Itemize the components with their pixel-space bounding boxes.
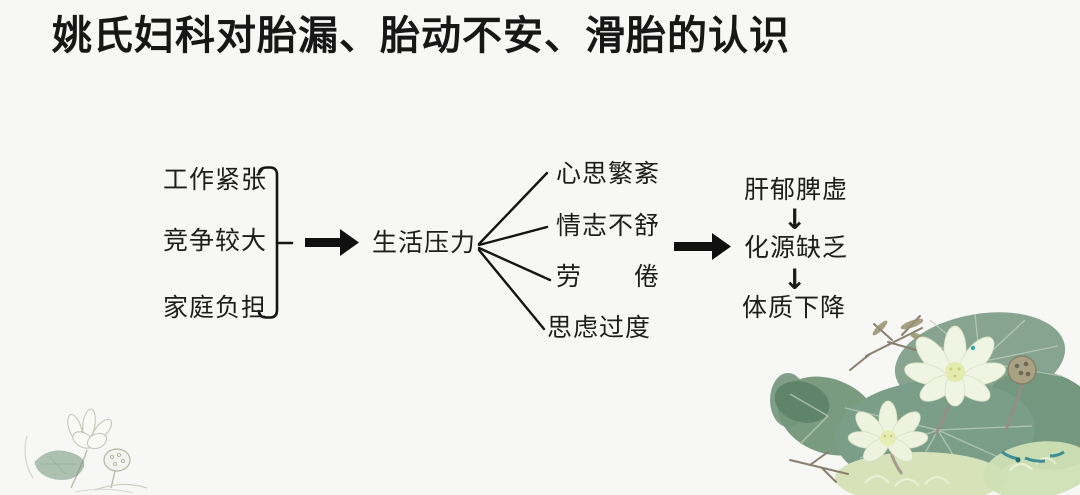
down-arrow-icon: ↓ — [783, 203, 807, 236]
cause-item: 工作紧张 — [163, 167, 268, 194]
branch-item: 心思繁紊 — [556, 161, 661, 188]
center-node: 生活压力 — [372, 230, 477, 257]
branch-item: 劳 倦 — [556, 264, 661, 291]
flow-arrow-icon — [674, 233, 731, 260]
branch-item: 思虑过度 — [547, 315, 652, 342]
cause-item: 家庭负担 — [163, 295, 268, 322]
cause-item: 竞争较大 — [163, 228, 268, 255]
brace — [257, 166, 294, 319]
branch-item: 情志不舒 — [556, 213, 661, 240]
outcome-item: 化源缺乏 — [744, 235, 849, 262]
slide-title: 姚氏妇科对胎漏、胎动不安、滑胎的认识 — [52, 14, 790, 58]
branch-lines — [477, 171, 552, 331]
outcome-item: 体质下降 — [742, 295, 847, 322]
down-arrow-icon: ↓ — [783, 263, 807, 296]
flow-arrow-icon — [305, 229, 359, 256]
outcome-item: 肝郁脾虚 — [744, 177, 849, 204]
